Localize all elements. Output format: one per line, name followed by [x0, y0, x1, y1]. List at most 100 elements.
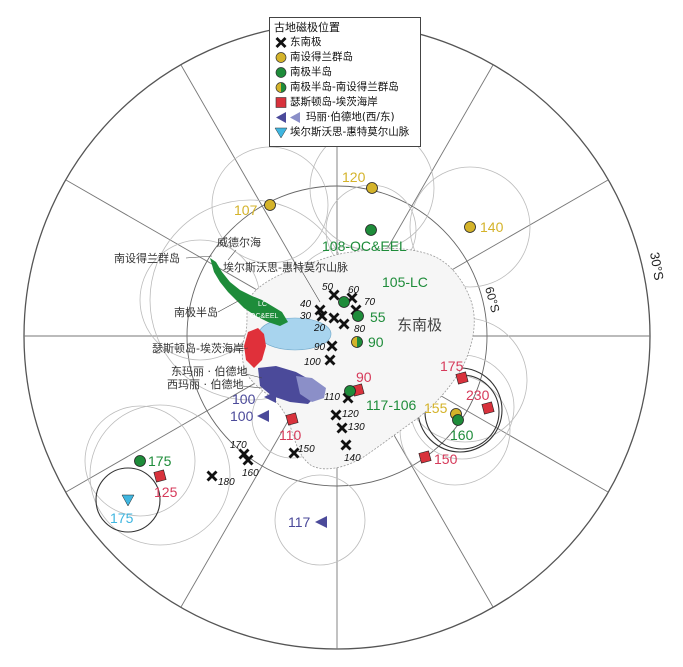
- east-antarctica-label: 东南极: [397, 316, 442, 334]
- east-pole-age-label: 160: [242, 468, 259, 479]
- east-pole-age-label: 20: [313, 323, 326, 334]
- legend-item-label: 玛丽·伯德地(西/东): [306, 111, 395, 123]
- legend-symbol-icon: [275, 82, 287, 93]
- east-antarctica-pole: 180: [206, 470, 235, 488]
- latitude-60-label: 60°S: [482, 285, 502, 314]
- pole-circle: [366, 182, 378, 194]
- east-antarctica-pole: 130: [336, 422, 365, 434]
- pole-marker: 120: [342, 169, 378, 194]
- thurston-eights-label: 瑟斯顿岛-埃茨海岸: [152, 341, 244, 355]
- pole-marker: 105-LC: [338, 274, 428, 308]
- legend: 古地磁极位置 东南极南设得兰群岛南极半岛南极半岛-南设得兰群岛瑟斯顿岛-埃茨海岸…: [269, 17, 421, 147]
- east-pole-age-label: 60: [348, 285, 360, 296]
- pole-marker: 100: [232, 391, 276, 407]
- pole-circle: [365, 224, 377, 236]
- cross-marker: [330, 409, 342, 421]
- east-pole-age-label: 130: [348, 422, 365, 433]
- pole-circle: [338, 296, 350, 308]
- pole-marker: 125: [153, 469, 178, 500]
- leader-lines: [185, 249, 321, 389]
- cross-marker: [206, 470, 218, 482]
- legend-item: 东南极: [274, 35, 416, 50]
- cross-marker: [328, 289, 340, 301]
- pole-age-label: 110: [279, 427, 302, 443]
- pole-square: [455, 371, 469, 385]
- pole-age-label: 107: [234, 202, 258, 218]
- pole-triangle: [257, 410, 269, 422]
- legend-item: 瑟斯顿岛-埃茨海岸: [274, 95, 416, 110]
- east-antarctica-pole: 90: [314, 340, 338, 353]
- east-pole-age-label: 90: [314, 342, 326, 353]
- legend-item-label: 南极半岛-南设得兰群岛: [290, 81, 399, 93]
- legend-symbol-icon: [275, 37, 287, 48]
- weddell-sea-label: 威德尔海: [217, 235, 261, 249]
- east-pole-age-label: 110: [324, 392, 340, 403]
- pole-circle: [264, 199, 276, 211]
- east-pole-age-label: 70: [364, 297, 376, 308]
- legend-item: 玛丽·伯德地(西/东): [274, 110, 416, 125]
- east-antarctica-pole: 160: [242, 454, 259, 479]
- legend-item-label: 南极半岛: [290, 66, 332, 78]
- east-pole-age-label: 30: [300, 311, 312, 322]
- pole-age-label: 230: [466, 387, 490, 403]
- east-antarctica-pole: 140: [340, 439, 361, 464]
- west-mbl-label: 西玛丽 · 伯德地: [167, 377, 244, 391]
- pole-circle: [452, 414, 464, 426]
- east-pole-age-label: 170: [230, 440, 247, 451]
- legend-item-label: 南设得兰群岛: [290, 51, 353, 63]
- east-antarctica-pole: 120: [330, 409, 359, 421]
- pole-marker: 110: [279, 412, 302, 443]
- east-pole-age-label: 180: [218, 477, 235, 488]
- east-pole-age-label: 100: [304, 357, 321, 368]
- legend-item-label: 瑟斯顿岛-埃茨海岸: [290, 96, 378, 108]
- antarctic-peninsula-label: 南极半岛: [174, 305, 218, 319]
- pole-circle: [352, 310, 364, 322]
- pole-marker: 108-OC&EEL: [322, 224, 407, 254]
- legend-item: 南极半岛-南设得兰群岛: [274, 80, 416, 95]
- south-shetland-label: 南设得兰群岛: [114, 251, 180, 265]
- cross-marker: [324, 354, 336, 366]
- pole-marker: 117: [288, 514, 327, 530]
- east-pole-age-label: 120: [342, 409, 359, 420]
- pole-half-left: [351, 336, 357, 348]
- pole-circle: [464, 221, 476, 233]
- pole-age-label: 160: [450, 427, 474, 443]
- pole-age-label: 117: [288, 514, 311, 530]
- pole-age-label: 90: [356, 369, 372, 385]
- pole-marker: 90: [351, 334, 384, 350]
- pole-age-label: 100: [232, 391, 256, 407]
- paleomagnetic-poles: 120107140108-OC&EEL105-LC559090117-10617…: [110, 169, 504, 530]
- legend-symbol-icon: [275, 52, 287, 63]
- pole-marker: 175: [110, 494, 135, 526]
- pole-age-label: 100: [230, 408, 254, 424]
- pole-square: [285, 412, 299, 426]
- pole-age-label: 55: [370, 309, 386, 325]
- pole-circle: [134, 455, 146, 467]
- thurston-eights-shape: [244, 328, 266, 368]
- pole-marker: 140: [464, 219, 504, 235]
- east-antarctica-pole: 150: [288, 444, 315, 459]
- pole-marker: 175: [440, 358, 469, 385]
- cross-marker: [340, 439, 352, 451]
- antarctic-peninsula-shape: [210, 258, 288, 326]
- cross-marker: [242, 454, 254, 466]
- pole-age-label: 105-LC: [382, 274, 428, 290]
- cross-marker: [326, 340, 338, 352]
- legend-symbol-icon: [275, 67, 287, 78]
- east-antarctica-pole: 30: [300, 310, 328, 322]
- east-antarctica-pole: 50: [322, 282, 340, 301]
- pole-age-label: 125: [154, 484, 178, 500]
- legend-symbol-icon: [276, 112, 300, 123]
- east-pole-age-label: 150: [298, 444, 315, 455]
- pole-triangle: [315, 516, 327, 528]
- east-pole-age-label: 140: [344, 453, 361, 464]
- oc-eel-label: OC&EEL: [250, 313, 279, 320]
- east-pole-age-label: 80: [354, 324, 366, 335]
- pole-half-ring: [351, 336, 363, 348]
- pole-marker: 55: [352, 309, 386, 325]
- east-antarctica-pole: 20: [313, 312, 340, 334]
- legend-item-label: 东南极: [290, 36, 322, 48]
- pole-half-right: [357, 336, 363, 348]
- cross-marker: [336, 422, 348, 434]
- legend-item: 埃尔斯沃思-惠特莫尔山脉: [274, 125, 416, 140]
